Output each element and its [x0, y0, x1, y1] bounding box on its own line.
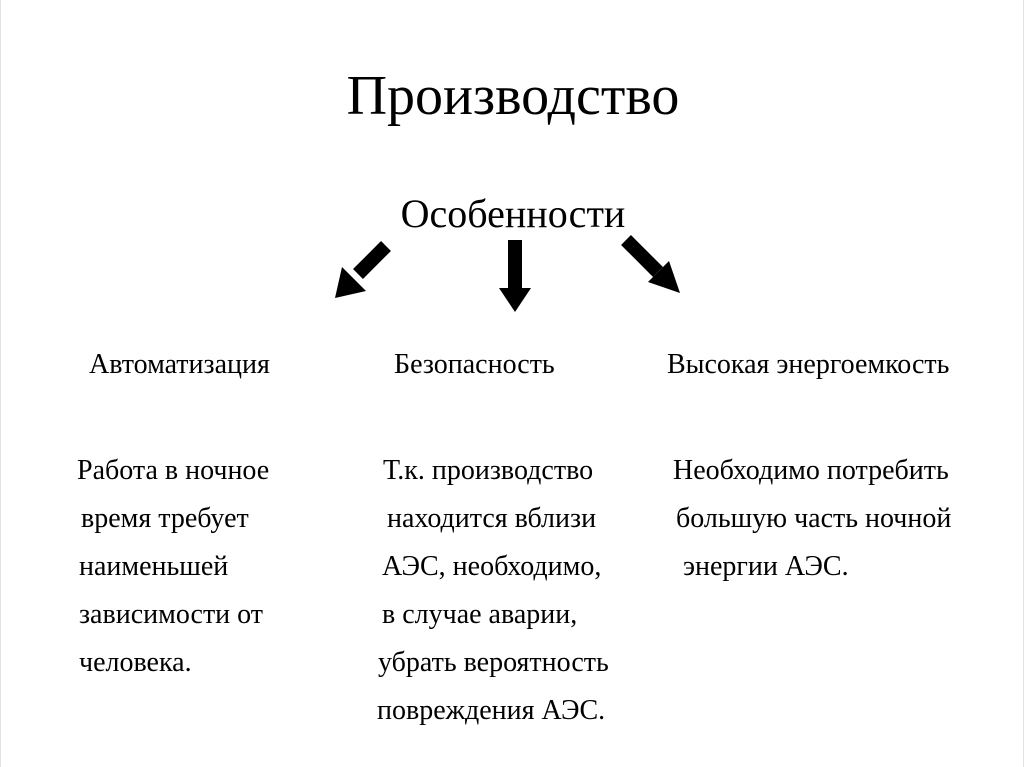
text-line: убрать вероятность	[378, 647, 609, 678]
text-line: время требует	[81, 503, 249, 534]
arrow-down-left	[335, 241, 391, 298]
text-line: в случае аварии,	[382, 599, 578, 630]
column-energy-text: Необходимо потребить большую часть ночно…	[673, 447, 951, 591]
text-line: АЭС, необходимо,	[382, 551, 602, 582]
arrow-down	[499, 240, 531, 312]
text-line: большую часть ночной	[676, 503, 952, 534]
arrow-down-right	[621, 235, 680, 293]
slide-title: Производство	[346, 65, 680, 127]
column-automation-text: Работа в ночное время требует наименьшей…	[77, 447, 269, 687]
subtitle-features: Особенности	[400, 191, 626, 236]
text-line: зависимости от	[79, 599, 264, 630]
text-line: повреждения АЭС.	[377, 695, 606, 726]
text-line: человека.	[79, 647, 192, 678]
text-line: наименьшей	[79, 551, 229, 582]
heading-automation: Автоматизация	[89, 349, 270, 380]
text-line: Работа в ночное	[77, 455, 270, 486]
text-line: находится вблизи	[387, 503, 597, 534]
text-line: энергии АЭС.	[683, 551, 849, 582]
text-line: Т.к. производство	[383, 455, 594, 486]
text-line: Необходимо потребить	[673, 455, 949, 486]
heading-safety: Безопасность	[394, 349, 555, 380]
heading-energy-intensity: Высокая энергоемкость	[667, 349, 950, 380]
column-safety-text: Т.к. производство находится вблизи АЭС, …	[377, 447, 609, 735]
